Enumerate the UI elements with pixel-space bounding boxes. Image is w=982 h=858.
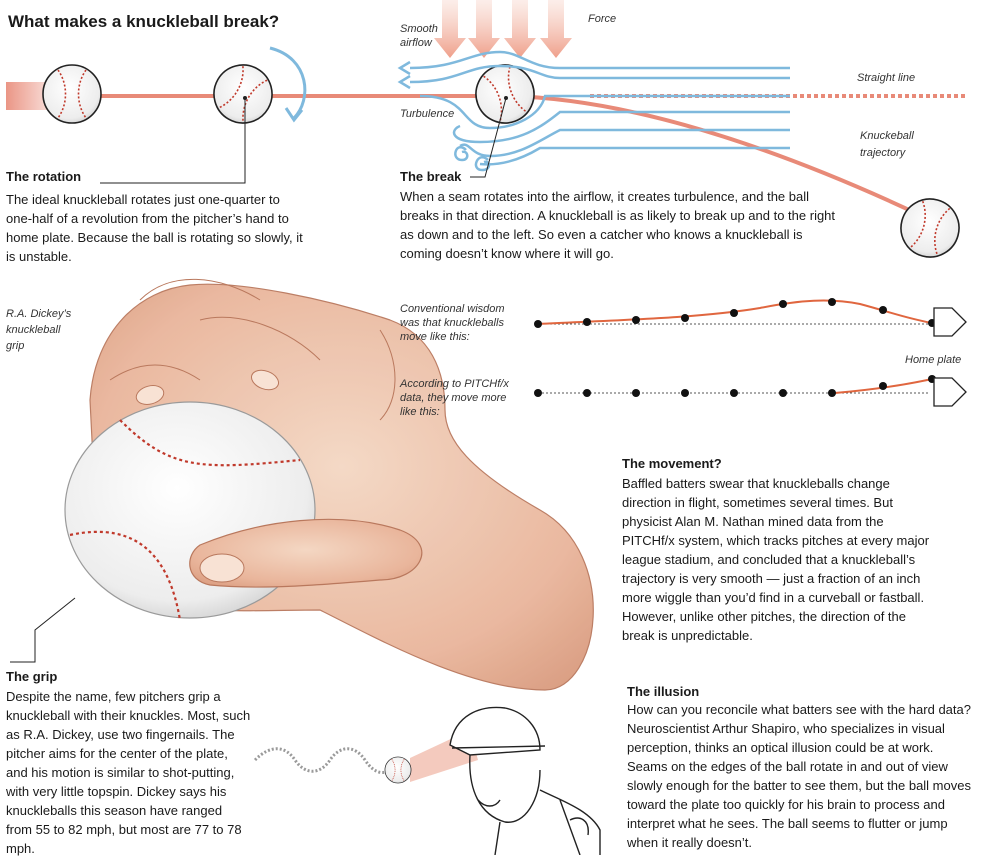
baseball-arrival-icon: [893, 191, 967, 265]
rotation-leader-line: [100, 98, 246, 184]
home-plate-label: Home plate: [905, 354, 962, 366]
illusion-heading: The illusion: [627, 684, 700, 699]
grip-label-line-3: grip: [6, 340, 25, 352]
grip-text: Despite the name, few pitchers grip a kn…: [6, 689, 251, 856]
smooth-label: Smooth: [400, 23, 438, 35]
movement-text: Baffled batters swear that knuckleballs …: [622, 476, 930, 643]
conventional-line-1: Conventional wisdom: [400, 303, 505, 315]
conventional-wisdom-label: Conventional wisdom was that knuckleball…: [400, 302, 505, 344]
break-heading: The break: [400, 169, 462, 184]
pitchfx-label: According to PITCHf/x data, they move mo…: [400, 377, 509, 419]
airflow-label: airflow: [400, 37, 432, 49]
grip-label-line-1: R.A. Dickey’s: [6, 308, 72, 320]
grip-heading: The grip: [6, 669, 58, 684]
movement-heading: The movement?: [622, 456, 722, 471]
smooth-airflow-label: Smooth airflow: [400, 22, 438, 50]
airflow-lines-icon: [397, 50, 790, 172]
baseball-rotating-icon: [202, 53, 284, 135]
baseball-illusion-icon: [384, 756, 412, 784]
grip-leader-line: [10, 597, 76, 663]
grip-illustration-label: R.A. Dickey’s knuckleball grip: [6, 306, 71, 354]
rotation-text: The ideal knuckleball rotates just one-q…: [6, 192, 303, 264]
thumb-illustration: [189, 518, 423, 588]
knuckleball-trajectory-label: Knuckeball trajectory: [860, 128, 914, 162]
pitchfx-points: [534, 375, 936, 397]
pitchfx-line-1: According to PITCHf/x: [400, 378, 509, 390]
knuckleball-label: Knuckeball: [860, 130, 914, 142]
conventional-line-3: move like this:: [400, 331, 470, 343]
baseball-pitcher-icon: [42, 64, 102, 124]
straight-line-label: Straight line: [857, 72, 916, 84]
rotation-heading: The rotation: [6, 169, 82, 184]
turbulence-label: Turbulence: [400, 108, 455, 120]
force-label: Force: [588, 13, 617, 25]
force-arrows-icon: [434, 0, 572, 58]
break-text: When a seam rotates into the airflow, it…: [400, 189, 836, 261]
knuckleball-trajectory-path: [504, 94, 921, 217]
conventional-line-2: was that knuckleballs: [400, 317, 504, 329]
trajectory-label: trajectory: [860, 147, 906, 159]
break-leader-line: [470, 97, 507, 178]
page-title: What makes a knuckleball break?: [8, 12, 280, 31]
illusion-wave-path: [253, 747, 394, 774]
home-plate-icon: [933, 377, 967, 407]
home-plate-icon: [933, 307, 967, 337]
pitchfx-line-2: data, they move more: [400, 392, 507, 404]
pitchfx-line-3: like this:: [400, 406, 440, 418]
conventional-points: [534, 298, 936, 328]
grip-label-line-2: knuckleball: [6, 324, 61, 336]
illusion-text: How can you reconcile what batters see w…: [627, 702, 971, 850]
batter-illustration: [449, 706, 601, 855]
